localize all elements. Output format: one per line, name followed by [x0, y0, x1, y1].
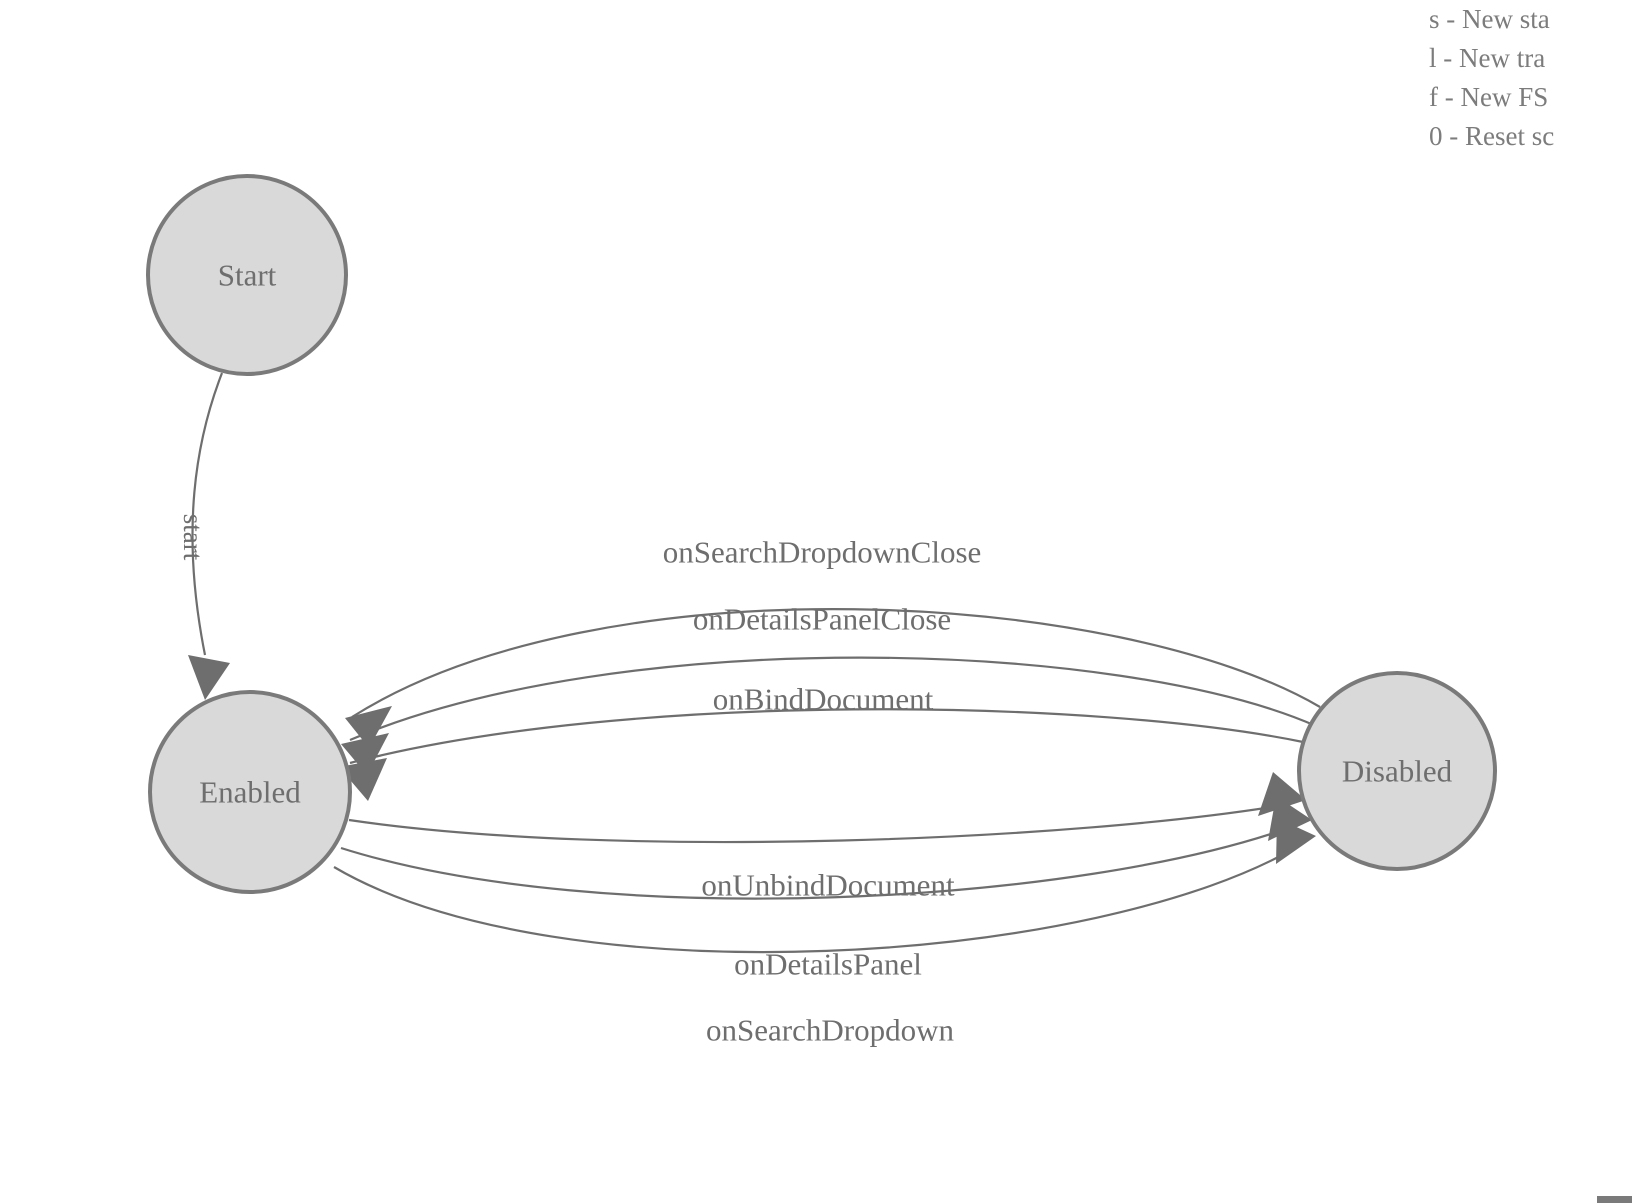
- transition-edge-path: [351, 608, 1321, 718]
- transition-label-on-unbind-document: onUnbindDocument: [701, 868, 955, 903]
- state-node-label: Start: [218, 258, 277, 293]
- transition-label-on-search-dropdown-close: onSearchDropdownClose: [663, 535, 982, 570]
- help-line-reset: 0 - Reset sc: [1429, 121, 1555, 151]
- arrowhead-icon: [1276, 818, 1316, 864]
- help-line-new-fsm: f - New FS: [1429, 82, 1549, 112]
- state-node-circle: [146, 174, 348, 376]
- arrowhead-icon: [188, 655, 230, 700]
- transition-label-on-search-dropdown: onSearchDropdown: [706, 1013, 954, 1048]
- state-node-start[interactable]: Start: [146, 174, 348, 376]
- transition-edge-path: [349, 656, 1317, 742]
- arrowhead-icon: [1258, 772, 1306, 816]
- state-node-enabled[interactable]: Enabled: [148, 690, 352, 894]
- arrowhead-icon: [341, 733, 389, 775]
- bottom-right-marker: [1597, 1196, 1632, 1203]
- transition-start-to-enabled[interactable]: [188, 372, 230, 700]
- transition-edge-path: [349, 708, 1304, 765]
- help-line-new-transition: l - New tra: [1429, 43, 1546, 73]
- transition-disabled-to-enabled-search-close[interactable]: [345, 608, 1321, 748]
- keyboard-shortcut-legend: s - New sta l - New tra f - New FS 0 - R…: [1429, 0, 1632, 156]
- state-node-label: Disabled: [1342, 754, 1453, 789]
- state-node-circle: [1297, 671, 1497, 871]
- transition-disabled-to-enabled-details-close[interactable]: [341, 656, 1317, 775]
- arrowhead-icon: [345, 706, 392, 748]
- transition-label-on-details-panel-close: onDetailsPanelClose: [693, 602, 951, 637]
- state-node-disabled[interactable]: Disabled: [1297, 671, 1497, 871]
- transition-label-on-details-panel: onDetailsPanel: [734, 947, 922, 982]
- transition-enabled-to-disabled-search-dropdown[interactable]: [333, 818, 1316, 954]
- state-node-label: Enabled: [199, 775, 301, 810]
- transition-label-on-bind-document: onBindDocument: [713, 682, 934, 717]
- transition-enabled-to-disabled-unbind-document[interactable]: [348, 772, 1306, 844]
- transition-edge-path: [348, 802, 1291, 844]
- transition-edge-path: [333, 844, 1301, 954]
- state-node-circle: [148, 690, 352, 894]
- help-line-new-state: s - New sta: [1429, 4, 1550, 34]
- arrowhead-icon: [339, 758, 387, 801]
- transition-edge-path: [340, 823, 1298, 900]
- transition-label-start: start: [178, 514, 208, 561]
- transition-edge-path: [191, 372, 224, 656]
- transition-disabled-to-enabled-bind-document[interactable]: [339, 708, 1304, 801]
